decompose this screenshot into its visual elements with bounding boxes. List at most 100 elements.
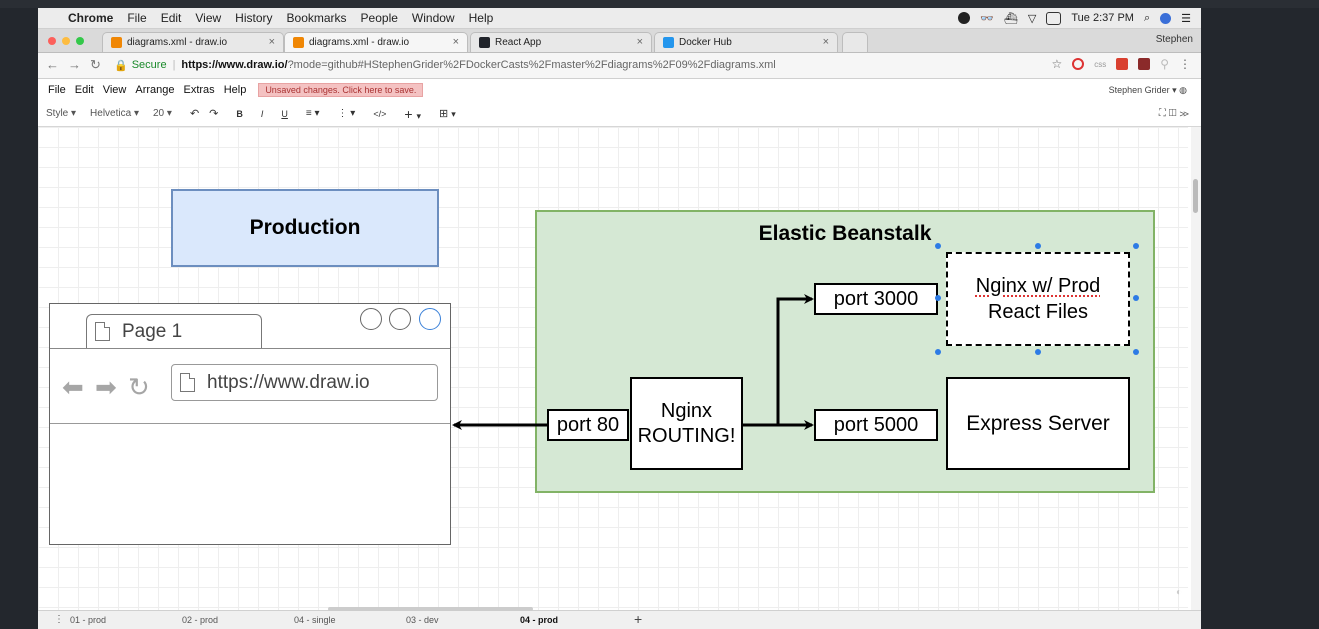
tab-docker-hub[interactable]: Docker Hub × [654,32,838,52]
drawio-menu-help[interactable]: Help [223,84,247,96]
arrow-to-port-3000[interactable] [743,294,814,427]
bookmark-star-icon[interactable]: ☆ [1051,57,1063,71]
menu-window[interactable]: Window [411,11,455,25]
undo-icon[interactable]: ↶ [189,108,200,120]
selection-handle[interactable] [1133,349,1139,355]
tab-react-app[interactable]: React App × [470,32,652,52]
express-server-box[interactable]: Express Server [946,377,1130,470]
glasses-icon[interactable]: 👓 [980,12,994,25]
view-controls-icon[interactable]: ⛶ ◫ ≫ [1158,108,1189,119]
port-5000-box[interactable]: port 5000 [814,409,938,441]
tab-drawio-1[interactable]: diagrams.xml - draw.io × [102,32,284,52]
drawio-menu-edit[interactable]: Edit [74,84,94,96]
unsaved-changes-notice[interactable]: Unsaved changes. Click here to save. [258,83,424,97]
underline-icon[interactable]: U [281,108,288,119]
close-tab-icon[interactable]: × [636,36,643,48]
menu-bookmarks[interactable]: Bookmarks [286,11,347,25]
font-size-dropdown[interactable]: 20 ▾ [153,108,172,119]
menu-app-name[interactable]: Chrome [68,11,114,25]
drawio-menu-view[interactable]: View [102,84,127,96]
add-page-icon[interactable]: + [634,611,643,627]
browser-mockup-shape[interactable]: Page 1 ⬅ ➡ ↻ https://www.draw.io [49,303,451,545]
mail-extension-icon[interactable] [1116,58,1129,70]
back-icon[interactable]: ← [46,57,59,72]
tab-strip: diagrams.xml - draw.io × diagrams.xml - … [38,29,1201,53]
status-app-icon[interactable] [958,12,971,24]
drawio-user-menu[interactable]: Stephen Grider ▾ ◍ [1108,84,1187,95]
selection-handle[interactable] [1035,349,1041,355]
menu-view[interactable]: View [195,11,222,25]
insert-plus-icon[interactable]: + ▾ [404,105,421,122]
wifi-icon[interactable]: ▽ [1027,12,1037,25]
siri-icon[interactable] [1160,12,1172,24]
bold-icon[interactable]: B [236,108,243,119]
selection-handle[interactable] [1133,243,1139,249]
menu-help[interactable]: Help [468,11,494,25]
forward-icon[interactable]: → [68,57,81,72]
style-label: Style [46,108,69,119]
selection-handle[interactable] [935,295,941,301]
chrome-menu-icon[interactable]: ⋮ [1179,57,1191,71]
drawio-menu-arrange[interactable]: Arrange [135,84,175,96]
page-tab-02-prod[interactable]: 02 - prod [182,615,219,625]
tab-drawio-2[interactable]: diagrams.xml - draw.io × [284,32,468,52]
scroll-thumb[interactable] [1193,179,1198,213]
italic-icon[interactable]: I [260,108,264,119]
profile-name[interactable]: Stephen [1155,34,1193,45]
vertical-scrollbar[interactable] [1191,127,1201,610]
horizontal-scrollbar[interactable] [328,607,533,611]
menu-people[interactable]: People [360,11,398,25]
close-tab-icon[interactable]: × [452,36,459,48]
shield-extension-icon[interactable] [1138,58,1151,70]
nginx-routing-box[interactable]: Nginx ROUTING! [630,377,743,470]
menu-edit[interactable]: Edit [160,11,182,25]
spotlight-icon[interactable]: ⌕ [1143,11,1151,24]
mockup-circle-3-icon [419,308,441,330]
diagram-canvas[interactable]: Production Elastic Beanstalk port 3000 N… [38,127,1188,610]
url-bar[interactable]: 🔒 Secure | https://www.draw.io/ ?mode=gi… [114,56,1034,74]
menu-file[interactable]: File [127,11,147,25]
selection-handle[interactable] [1133,295,1139,301]
page-tab-04-prod[interactable]: 04 - prod [520,615,559,625]
menu-history[interactable]: History [235,11,273,25]
clock[interactable]: Tue 2:37 PM [1071,12,1134,24]
align-icon[interactable]: ≡ ▾ [305,108,320,119]
nginx-prod-line2: React Files [987,301,1089,323]
selection-handle[interactable] [935,243,941,249]
close-tab-icon[interactable]: × [822,36,829,48]
style-dropdown[interactable]: Style ▾ [46,108,77,119]
css-extension-icon[interactable]: css [1094,59,1107,69]
drawio-menu-extras[interactable]: Extras [183,84,215,96]
minimize-window-button[interactable] [62,37,70,45]
drawio-menu-file[interactable]: File [48,84,66,96]
code-icon[interactable]: </> [373,108,387,119]
page-tab-03-dev[interactable]: 03 - dev [406,615,439,625]
selection-handle[interactable] [935,349,941,355]
selection-handle[interactable] [1035,243,1041,249]
new-tab-button[interactable] [842,32,868,52]
port-80-box[interactable]: port 80 [547,409,629,441]
page-tab-01-prod[interactable]: 01 - prod [70,615,107,625]
production-box[interactable]: Production [171,189,439,267]
font-family-dropdown[interactable]: Helvetica ▾ [90,108,139,119]
page-tab-04-single[interactable]: 04 - single [294,615,336,625]
close-tab-icon[interactable]: × [268,36,275,48]
reload-icon[interactable]: ↻ [90,57,101,72]
pages-menu-icon[interactable]: ⋮ [54,614,64,625]
zoom-window-button[interactable] [76,37,84,45]
mockup-url-text: https://www.draw.io [207,371,370,393]
redo-icon[interactable]: ↷ [209,108,219,120]
docker-status-icon[interactable]: ⛴ [1003,12,1018,25]
vertical-align-icon[interactable]: ⋮ ▾ [337,108,356,119]
globe-icon[interactable]: ◍ [1179,84,1187,95]
nginx-prod-react-box[interactable]: Nginx w/ Prod React Files [946,252,1130,346]
notification-center-icon[interactable]: ☰ [1181,12,1191,25]
link-extension-icon[interactable]: ⚲ [1160,57,1169,71]
port-3000-box[interactable]: port 3000 [814,283,938,315]
mockup-divider [50,423,450,424]
page-tabs-bar: ⋮ 01 - prod 02 - prod 04 - single 03 - d… [38,607,1201,629]
table-icon[interactable]: ⊞ ▾ [438,108,456,120]
opera-extension-icon[interactable] [1072,58,1085,70]
close-window-button[interactable] [48,37,56,45]
battery-icon[interactable] [1046,11,1062,25]
